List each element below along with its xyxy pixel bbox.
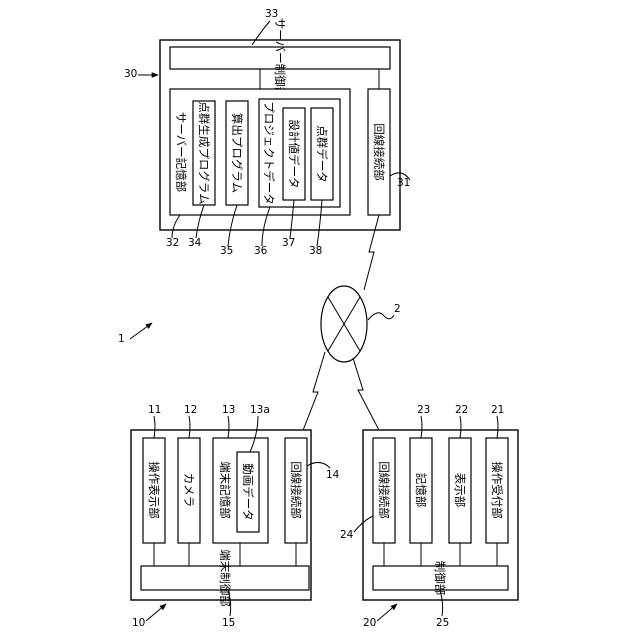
- ref-14: 14: [326, 469, 340, 481]
- device20-block: 回線接続部 記憶部 表示部 操作受付部 制御部: [363, 430, 518, 600]
- ref-32: 32: [166, 237, 179, 249]
- leader-13: [228, 416, 229, 438]
- ref-36: 36: [254, 245, 268, 257]
- terminal-storage-label: 端末記憶部: [218, 461, 232, 519]
- ref-23: 23: [417, 404, 430, 416]
- link-network-terminal: [300, 352, 325, 438]
- video-data-label: 動画データ: [241, 463, 255, 521]
- server-line-connection-label: 回線接続部: [372, 123, 386, 181]
- ref-34: 34: [188, 237, 202, 249]
- ref-38: 38: [309, 245, 322, 257]
- point-cloud-program-label: 点群生成プログラム: [197, 101, 211, 204]
- link-network-device20: [353, 358, 380, 432]
- device20-operation-input-label: 操作受付部: [490, 461, 504, 519]
- operation-display-label: 操作表示部: [147, 461, 161, 519]
- ref-20: 20: [363, 617, 376, 629]
- ref-22: 22: [455, 404, 468, 416]
- device20-display-label: 表示部: [453, 473, 467, 508]
- leader-2: [368, 313, 394, 320]
- ref-11: 11: [148, 404, 161, 416]
- arrow-1: [130, 323, 152, 339]
- leader-11: [154, 416, 155, 438]
- ref-1: 1: [118, 333, 125, 345]
- ref-25: 25: [436, 617, 449, 629]
- arrow-10: [146, 604, 166, 621]
- ref-15: 15: [222, 617, 235, 629]
- server-block: サーバー制御部 サーバー記憶部 点群生成プログラム 算出プログラム プロジェクト…: [160, 18, 400, 230]
- server-control-label: サーバー制御部: [273, 18, 287, 98]
- ref-30: 30: [124, 68, 137, 80]
- calc-program-label: 算出プログラム: [230, 113, 244, 193]
- device20-line-connection-label: 回線接続部: [377, 461, 391, 519]
- ref-37: 37: [282, 237, 295, 249]
- ref-21: 21: [491, 404, 504, 416]
- leader-22: [460, 416, 461, 438]
- ref-31: 31: [397, 177, 410, 189]
- ref-33: 33: [265, 8, 278, 20]
- terminal-line-connection-label: 回線接続部: [289, 461, 303, 519]
- point-cloud-data-label: 点群データ: [315, 125, 329, 183]
- network-node: [321, 286, 367, 362]
- leader-23: [421, 416, 422, 438]
- terminal-block: 操作表示部 カメラ 端末記憶部 動画データ 回線接続部 端末制御部: [131, 430, 311, 607]
- ref-24: 24: [340, 529, 354, 541]
- leader-21: [497, 416, 498, 438]
- server-storage-label: サーバー記憶部: [174, 112, 188, 192]
- device20-storage-label: 記憶部: [414, 473, 428, 508]
- ref-10: 10: [132, 617, 145, 629]
- ref-12: 12: [184, 404, 197, 416]
- ref-2: 2: [394, 303, 401, 315]
- leader-12: [189, 416, 190, 438]
- project-data-label: プロジェクトデータ: [262, 101, 276, 205]
- ref-35: 35: [220, 245, 233, 257]
- ref-13a: 13a: [250, 404, 270, 416]
- arrow-20: [377, 604, 397, 621]
- design-value-data-label: 設計値データ: [287, 120, 301, 189]
- camera-label: カメラ: [182, 473, 196, 508]
- ref-13: 13: [222, 404, 235, 416]
